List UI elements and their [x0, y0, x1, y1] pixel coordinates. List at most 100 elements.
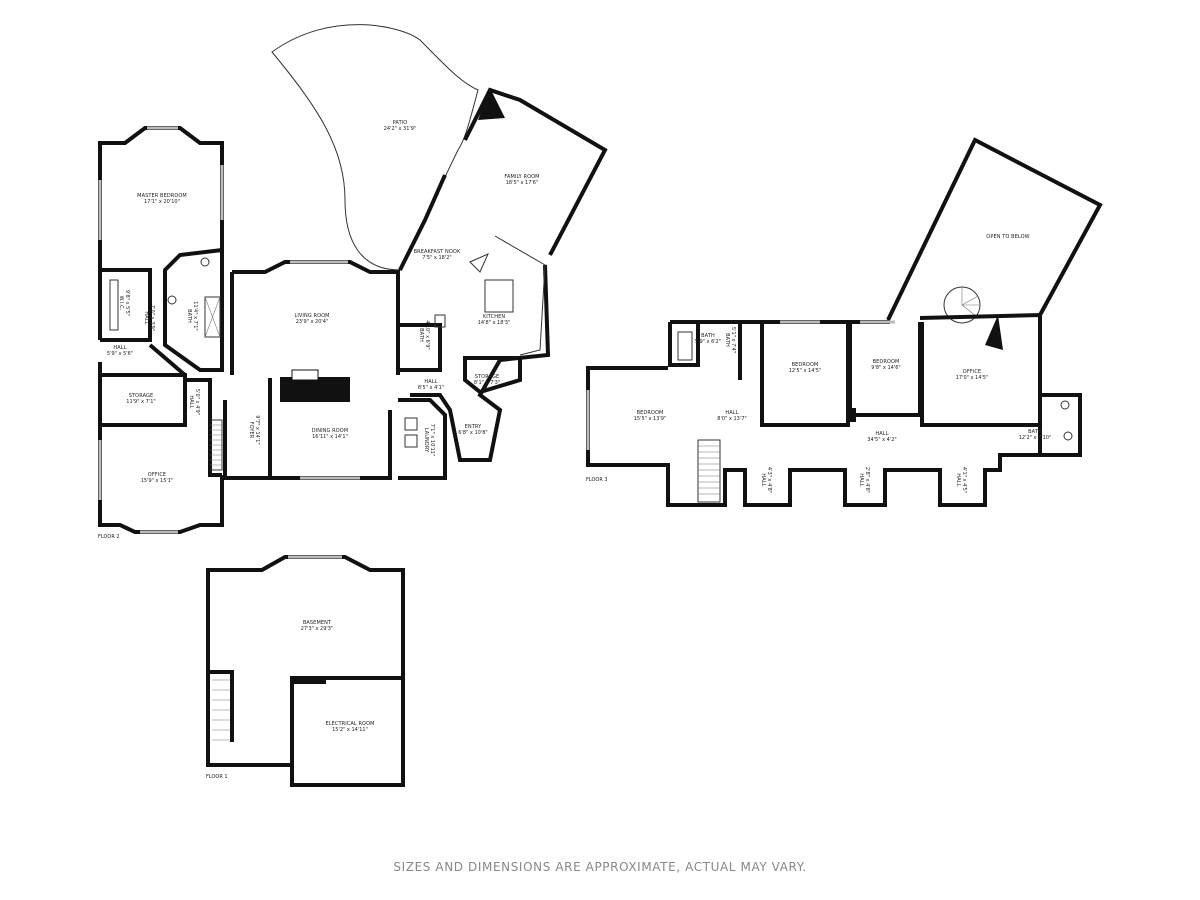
room-name: ENTRY	[465, 424, 483, 430]
stair-treads	[210, 424, 222, 466]
floor-1-plan	[206, 555, 405, 787]
room-dim: 34'5" x 4'2"	[867, 437, 896, 443]
disclaimer-text: SIZES AND DIMENSIONS ARE APPROXIMATE, AC…	[393, 860, 807, 874]
room-name: HALL	[875, 431, 888, 437]
room-name: PATIO	[393, 120, 408, 126]
floor-3-plan	[586, 137, 1103, 507]
room-name: ELECTRICAL ROOM	[325, 721, 374, 727]
patio-outline	[271, 24, 479, 271]
stair-walls	[208, 670, 234, 742]
foyer-walls	[223, 400, 270, 480]
room-name: BATH	[418, 328, 424, 342]
kitchen-walls	[398, 174, 551, 462]
range-icon	[469, 253, 489, 273]
room-name: HALL	[858, 473, 864, 486]
room-name: LIVING ROOM	[294, 313, 329, 319]
room-dim: 15'2" x 14'11"	[332, 727, 368, 733]
room-dim: 7'5" x 18'2"	[422, 255, 451, 261]
room-dim: 17'1" x 20'10"	[144, 199, 180, 205]
room-dim: 8'0" x 13'7"	[717, 416, 746, 422]
appliance	[434, 314, 446, 328]
room-dim: 16'11" x 14'1"	[312, 434, 348, 440]
room-dim: 9'8" x 5'5"	[124, 290, 130, 316]
room-dim: 7'1" x 10'11"	[429, 424, 435, 457]
room-dim: 5'9" x 5'6"	[107, 351, 133, 357]
hall-walls	[148, 343, 222, 477]
counter	[494, 235, 546, 356]
basement-walls	[206, 555, 405, 787]
room-name: BEDROOM	[792, 362, 819, 368]
room-dim: 12'5" x 14'5"	[789, 368, 822, 374]
room-dim: 15'5" x 13'9"	[634, 416, 667, 422]
toilet-icon	[200, 257, 210, 267]
room-name: BEDROOM	[637, 410, 664, 416]
room-dim: 9'7" x 14'1"	[254, 415, 260, 444]
room-name: HALL	[955, 473, 961, 486]
room-dim: 4'1" x 4'5"	[961, 467, 967, 493]
floor-label: FLOOR 2	[98, 534, 120, 540]
floor-2-plan	[98, 24, 608, 534]
room-name: FOYER	[248, 422, 254, 439]
room-name: STORAGE	[475, 374, 500, 380]
room-dim: 12'2" x 3'10"	[1019, 435, 1052, 441]
spiral-treads	[961, 287, 980, 317]
floor-2-labels: PATIO 24'2" x 31'9" FAMILY ROOM 18'5" x …	[98, 120, 539, 540]
room-name: HALL	[424, 379, 437, 385]
stair-treads	[212, 679, 230, 741]
room-dim: 24'2" x 31'9"	[384, 126, 417, 132]
column	[848, 408, 856, 422]
laundry-walls	[398, 398, 447, 480]
bath-walls	[163, 247, 224, 372]
washer	[404, 417, 418, 431]
bath-3-walls	[668, 320, 742, 380]
room-name: DINING ROOM	[312, 428, 349, 434]
room-name: LAUNDRY	[423, 428, 429, 453]
living-room-walls	[232, 260, 400, 375]
room-name: BATH	[701, 333, 715, 339]
room-name: HALL	[188, 395, 194, 408]
dryer	[404, 434, 418, 448]
room-name: HALL	[143, 311, 149, 324]
floor-3-labels: OPEN TO BELOW BATH 5'9" x 6'2" BATH 5'1"…	[586, 234, 1051, 493]
room-dim: 9'8" x 14'6"	[871, 365, 900, 371]
room-dim: 27'3" x 29'3"	[301, 626, 334, 632]
room-dim: 4'10" x 6'9"	[424, 320, 430, 349]
room-name: HALL	[760, 473, 766, 486]
stair-treads	[698, 445, 720, 495]
room-name: W.I.C.	[118, 296, 124, 311]
tub	[677, 331, 693, 361]
floor-label: FLOOR 3	[586, 477, 608, 483]
storage-2-walls	[463, 356, 522, 395]
room-name: HALL	[725, 410, 738, 416]
open-to-below-walls	[886, 137, 1103, 321]
shower-x	[204, 296, 221, 338]
room-dim: 15'9" x 15'1"	[141, 478, 174, 484]
room-dim: 2'8" x 4'8"	[864, 467, 870, 493]
room-dim: 6'8" x 10'8"	[458, 430, 487, 436]
room-dim: 14'8" x 18'3"	[478, 320, 511, 326]
room-name: BASEMENT	[303, 620, 332, 626]
kitchen-island	[484, 279, 514, 313]
room-name: BATH	[724, 333, 730, 347]
small-bath-walls	[398, 323, 442, 372]
family-room-walls	[463, 87, 608, 256]
room-name: KITCHEN	[483, 314, 506, 320]
column	[292, 676, 326, 684]
room-name: MASTER BEDROOM	[137, 193, 187, 199]
room-dim: 8'1" x 7'3"	[474, 380, 500, 386]
room-name: BATH	[186, 309, 192, 323]
room-name: FAMILY ROOM	[504, 174, 539, 180]
room-dim: 11'4" x 7'1"	[192, 301, 198, 330]
sink-icon	[1063, 431, 1073, 441]
stairs	[697, 439, 721, 503]
column	[985, 315, 1003, 350]
room-name: BEDROOM	[873, 359, 900, 365]
fireplace	[280, 377, 350, 402]
floor-label: FLOOR 1	[206, 774, 228, 780]
sink-icon	[167, 295, 177, 305]
room-name: BREAKFAST NOOK	[414, 249, 461, 255]
room-name: STORAGE	[129, 393, 154, 399]
room-dim: 4'3" x 4'8"	[766, 467, 772, 493]
room-dim: 17'0" x 14'5"	[956, 375, 989, 381]
room-dim: 5'9" x 6'2"	[695, 339, 721, 345]
